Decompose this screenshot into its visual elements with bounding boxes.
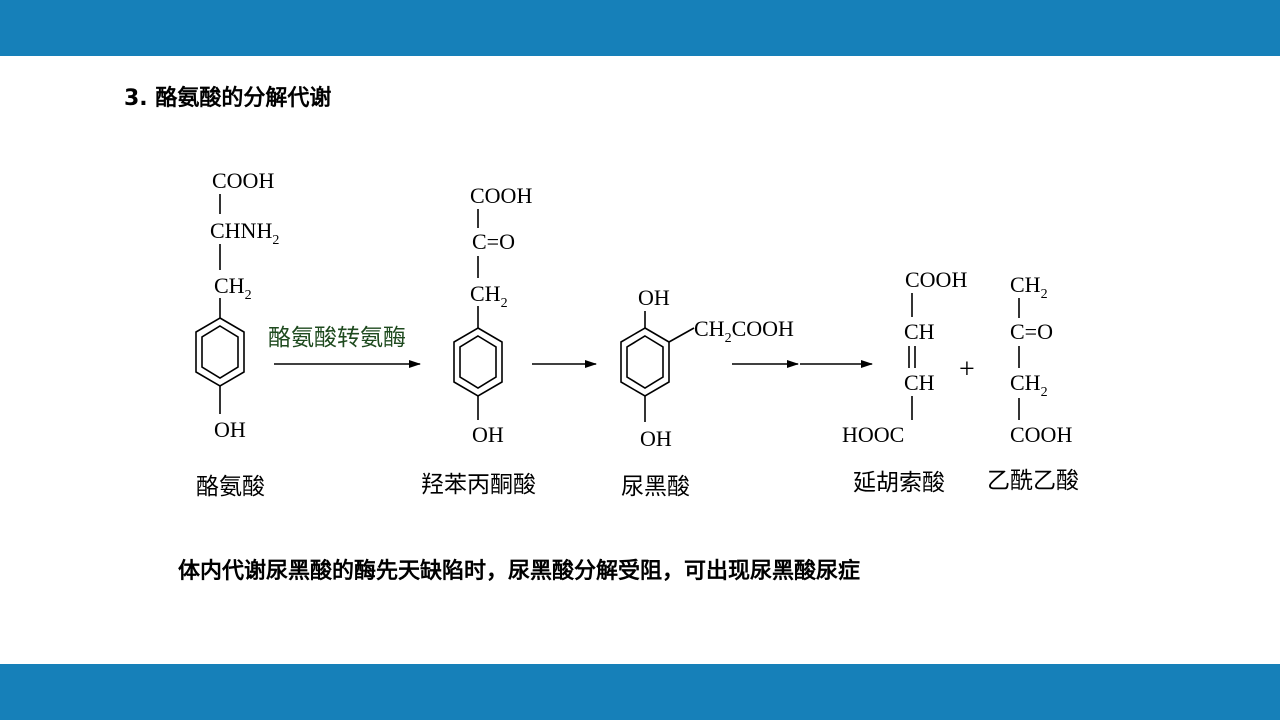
benzene-inner-ring bbox=[201, 325, 239, 379]
hpp-oh: OH bbox=[472, 422, 504, 447]
hpp-ch2: CH2 bbox=[470, 281, 508, 311]
aca-ch2-mid: CH2 bbox=[1010, 370, 1048, 400]
aca-cooh: COOH bbox=[1010, 422, 1072, 447]
hga-oh-bottom: OH bbox=[640, 426, 672, 451]
acetoacetate-name: 乙酰乙酸 bbox=[987, 468, 1079, 494]
tyrosine-structure: COOH CHNH2 CH2 OH 酪氨酸 bbox=[195, 168, 279, 500]
hydroxyphenylpyruvate-structure: COOH C=O CH2 OH 羟苯丙酮酸 bbox=[421, 183, 536, 498]
aca-ch2-top: CH2 bbox=[1010, 272, 1048, 302]
fumarate-cooh: COOH bbox=[905, 267, 967, 292]
benzene-ring bbox=[195, 317, 245, 387]
hga-name: 尿黑酸 bbox=[621, 474, 690, 500]
tyrosine-oh: OH bbox=[214, 417, 246, 442]
fumarate-name: 延胡索酸 bbox=[853, 470, 945, 496]
enzyme-label: 酪氨酸转氨酶 bbox=[268, 325, 406, 351]
homogentisate-structure: OH CH2COOH OH 尿黑酸 bbox=[620, 285, 794, 500]
fumarate-ch1: CH bbox=[904, 319, 935, 344]
benzene-ring bbox=[620, 327, 670, 397]
fumarate-ch2: CH bbox=[904, 370, 935, 395]
tyrosine-chnh: CHNH2 bbox=[210, 218, 279, 248]
aca-co: C=O bbox=[1010, 319, 1053, 344]
tyrosine-cooh: COOH bbox=[212, 168, 274, 193]
bond bbox=[668, 327, 695, 343]
benzene-ring bbox=[453, 327, 503, 397]
top-banner bbox=[0, 0, 1280, 56]
slide-title: 3. 酪氨酸的分解代谢 bbox=[124, 86, 332, 111]
hpp-co: C=O bbox=[472, 229, 515, 254]
hga-oh-top: OH bbox=[638, 285, 670, 310]
tyrosine-name: 酪氨酸 bbox=[196, 474, 265, 500]
acetoacetate-structure: CH2 C=O CH2 COOH 乙酰乙酸 bbox=[987, 272, 1079, 494]
fumarate-hooc: HOOC bbox=[842, 422, 904, 447]
slide-caption: 体内代谢尿黑酸的酶先天缺陷时，尿黑酸分解受阻，可出现尿黑酸尿症 bbox=[178, 559, 861, 584]
hpp-cooh: COOH bbox=[470, 183, 532, 208]
benzene-inner-ring bbox=[626, 335, 664, 389]
hpp-name: 羟苯丙酮酸 bbox=[421, 472, 536, 498]
plus-sign: + bbox=[959, 354, 975, 385]
hga-side-chain: CH2COOH bbox=[694, 316, 794, 346]
fumarate-structure: COOH CH CH HOOC 延胡索酸 bbox=[842, 267, 967, 496]
tyrosine-ch2: CH2 bbox=[214, 273, 252, 303]
benzene-inner-ring bbox=[459, 335, 497, 389]
bottom-banner bbox=[0, 664, 1280, 720]
